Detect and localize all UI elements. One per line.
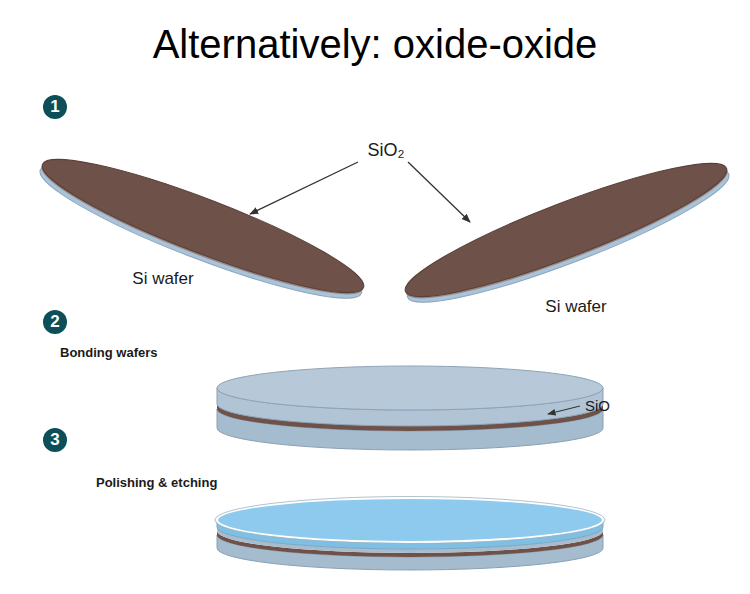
layer-label: SiO₂ bbox=[368, 140, 405, 161]
leader-arrow bbox=[408, 162, 470, 222]
callout-number: 3 bbox=[50, 430, 59, 450]
callout-number: 2 bbox=[50, 312, 59, 332]
leader-arrow bbox=[250, 162, 358, 214]
si-wafer bbox=[31, 139, 374, 318]
layer-label: SiO bbox=[585, 397, 610, 414]
polished-wafer-stack bbox=[215, 497, 605, 570]
callout-circle bbox=[43, 428, 67, 452]
step-label: Polishing & etching bbox=[96, 475, 217, 490]
callout-circle bbox=[43, 95, 67, 119]
callout-number: 1 bbox=[50, 97, 59, 117]
callout-circle bbox=[43, 310, 67, 334]
step-label: Bonding wafers bbox=[60, 345, 158, 360]
page-title: Alternatively: oxide-oxide bbox=[153, 22, 598, 67]
leader-arrow bbox=[548, 406, 580, 414]
si-wafer bbox=[396, 143, 739, 322]
bonded-wafer-stack bbox=[217, 366, 603, 450]
wafer-label: Si wafer bbox=[132, 269, 193, 289]
wafer-label: Si wafer bbox=[545, 297, 606, 317]
